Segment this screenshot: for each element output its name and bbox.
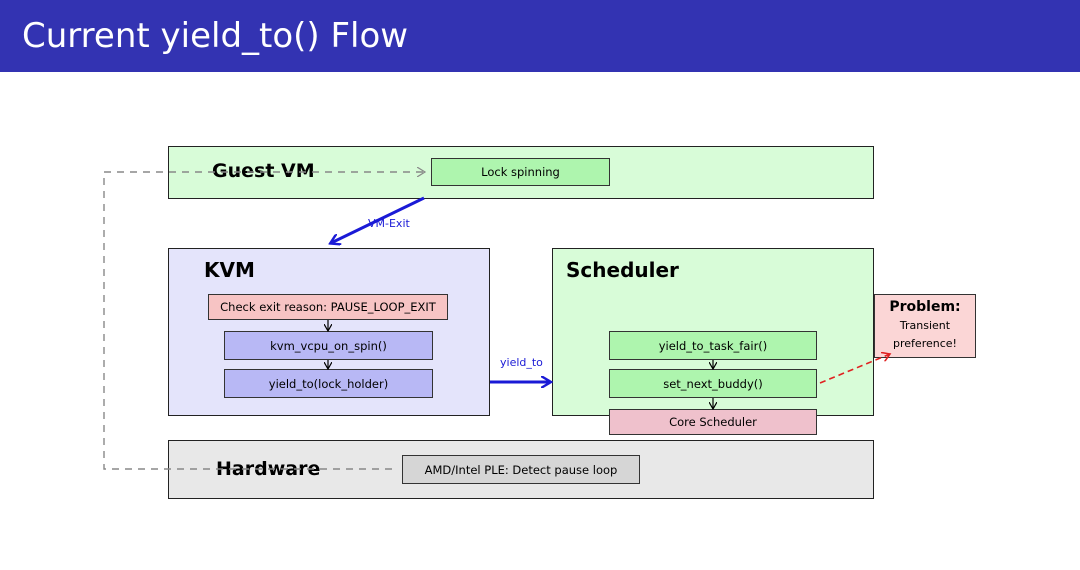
guest-vm-layer [168,146,874,199]
yield-to-label: yield_to [500,356,543,369]
scheduler-step-yield-to-task-fair: yield_to_task_fair() [609,331,817,360]
problem-line-2: preference! [893,337,957,350]
lock-spinning-box: Lock spinning [431,158,610,186]
kvm-step-yield-to-lock-holder: yield_to(lock_holder) [224,369,433,398]
core-scheduler-box: Core Scheduler [609,409,817,435]
problem-callout [874,294,976,358]
scheduler-title: Scheduler [566,258,679,282]
problem-line-1: Transient [899,319,951,332]
problem-arrow [819,354,890,384]
slide-header: Current yield_to() Flow [0,0,1080,72]
vm-exit-arrow [331,196,425,243]
kvm-step-vcpu-on-spin: kvm_vcpu_on_spin() [224,331,433,360]
problem-title: Problem: [889,299,961,315]
slide-title: Current yield_to() Flow [22,16,409,56]
kvm-title: KVM [204,258,255,282]
ple-detect-box: AMD/Intel PLE: Detect pause loop [402,455,640,484]
guest-vm-title: Guest VM [212,160,315,182]
scheduler-step-set-next-buddy: set_next_buddy() [609,369,817,398]
kvm-step-check-exit-reason: Check exit reason: PAUSE_LOOP_EXIT [208,294,448,320]
feedback-dashed-path [103,172,425,470]
